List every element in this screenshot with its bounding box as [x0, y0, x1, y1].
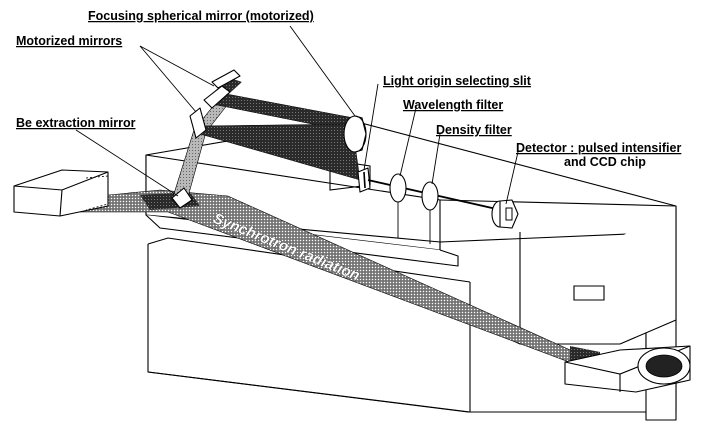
wavelength-filter	[389, 173, 407, 238]
focusing-spherical-mirror	[343, 115, 367, 153]
optical-beam-paths	[171, 78, 361, 205]
label-motorized-mirrors: Motorized mirrors	[16, 34, 122, 48]
motorized-mirrors	[189, 69, 241, 139]
right-output-box	[564, 345, 691, 393]
density-filter	[421, 181, 439, 244]
detector	[491, 199, 519, 229]
leader-lines	[75, 25, 519, 205]
label-focusing-mirror: Focusing spherical mirror (motorized)	[88, 9, 314, 23]
label-detector-line1: Detector : pulsed intensifier	[516, 141, 681, 155]
label-wavelength-filter: Wavelength filter	[403, 98, 503, 112]
label-be-mirror: Be extraction mirror	[16, 116, 136, 130]
light-origin-slit	[357, 167, 371, 193]
be-extraction-mirror	[171, 187, 193, 209]
label-light-slit: Light origin selecting slit	[383, 74, 532, 88]
label-detector-line2: and CCD chip	[564, 155, 646, 169]
label-density-filter: Density filter	[436, 123, 512, 137]
left-source-box	[13, 169, 109, 217]
